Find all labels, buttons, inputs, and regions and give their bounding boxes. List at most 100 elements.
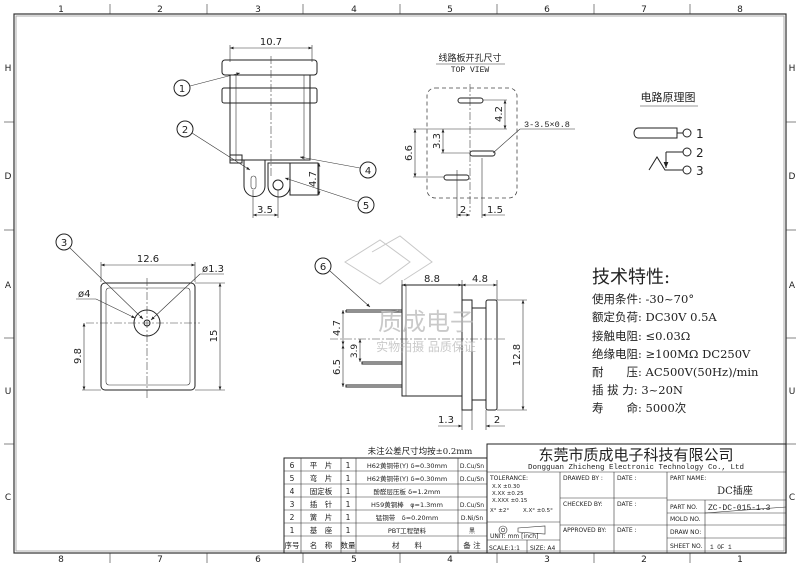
checked-by-label: CHECKED BY: [563, 501, 603, 508]
zone-label: 2 [641, 555, 647, 565]
drawing-text: 黑 [469, 528, 475, 535]
spec-line: 插 拔 力: 3~20N [592, 383, 683, 397]
pcb-subtitle: TOP VIEW [451, 66, 490, 75]
zone-label: U [789, 387, 796, 397]
dim-bore: ø4 [78, 289, 90, 300]
dim-2: 2 [460, 205, 466, 216]
zone-label: 7 [641, 5, 647, 15]
part-no-label: PART NO. [670, 504, 698, 511]
watermark: 质成电子 实物拍摄 品质保证 [344, 235, 476, 354]
drawing-text: 1 [179, 84, 185, 95]
zone-label: C [789, 493, 795, 503]
company-name-cn: 东莞市质成电子科技有限公司 [538, 446, 733, 464]
drawing-text: 备 注 [463, 540, 481, 550]
zone-label: A [5, 281, 12, 291]
drawing-text: PBT工程塑料 [388, 526, 427, 535]
drawing-text: D.Ni/Sn [461, 515, 484, 522]
drawing-text: 1 [346, 513, 351, 522]
zone-label: H [5, 64, 12, 74]
zone-label: 5 [447, 5, 453, 15]
drawing-text: X.X ±0.30 [492, 484, 520, 490]
approved-by-label: APPROVED BY: [563, 527, 606, 534]
zone-label: 1 [58, 5, 64, 15]
balloon-1: 1 [173, 72, 241, 97]
drawing-text: 3 [61, 238, 67, 249]
drawing-text: 2 [290, 513, 295, 522]
drawing-text: D.Cu/Sn [460, 502, 484, 509]
company-name-en: Dongguan Zhicheng Electronic Technology … [528, 464, 744, 472]
title-block: 东莞市质成电子科技有限公司 Dongguan Zhicheng Electron… [486, 443, 787, 554]
dim-6-6: 6.6 [404, 145, 415, 161]
front-view: 12.6 15 9.8 ø1.3 ø4 3 [55, 233, 225, 398]
dim-hole: ø1.3 [202, 264, 224, 275]
zone-label: C [5, 493, 11, 503]
spec-line: 额定负荷: DC30V 0.5A [592, 310, 717, 324]
drawing-text: 材 料 [392, 540, 422, 550]
drawing-text: 锰铜带 δ=0.20mm [376, 513, 439, 522]
drawing-text: 3 [290, 500, 295, 509]
watermark-slogan: 实物拍摄 品质保证 [376, 339, 476, 354]
dim-height: 4.7 [308, 171, 319, 187]
drawing-text: 酚醛层压板 δ=1.2mm [374, 487, 441, 496]
circuit-diagram: 电路原理图 1 2 3 [633, 91, 704, 178]
drawing-text: 4 [365, 166, 371, 177]
dim-4-8: 4.8 [472, 274, 488, 285]
drawing-text: 基 座 [310, 525, 333, 535]
drawing-text: D.Cu/Sn [460, 476, 484, 483]
drawing-text: X.XXX ±0.15 [492, 498, 528, 504]
dim-6-5: 6.5 [332, 359, 343, 375]
unit-label: UNIT: mm [inch] [490, 533, 538, 540]
drawing-text: 1 [346, 474, 351, 483]
dim-pitch: 3.5 [257, 205, 273, 216]
zone-label: 3 [544, 555, 550, 565]
balloon-2: 2 [176, 120, 251, 171]
dim-center: 9.8 [73, 348, 84, 364]
dim-3-3: 3.3 [432, 133, 443, 149]
dim-4-7: 4.7 [332, 320, 343, 336]
tolerance-note: 未注公差尺寸均按±0.2mm [368, 446, 473, 457]
drawing-text: H59黄铜棒 φ=1.3mm [371, 500, 443, 509]
balloon-3: 3 [55, 233, 144, 320]
sheet-no-label: SHEET NO. [670, 543, 702, 550]
balloon-4: 4 [299, 156, 377, 179]
date-label: DATE : [617, 501, 637, 508]
drawing-text: 2 [182, 125, 188, 136]
zone-label: 8 [737, 5, 743, 15]
zone-label: 8 [58, 555, 64, 565]
projection-symbol-icon [498, 525, 546, 535]
pcb-top-view: 线路板开孔尺寸 TOP VIEW 4.2 3.3 6.6 2 1.5 3-3.5… [404, 52, 575, 218]
zone-label: D [789, 172, 796, 182]
pin-2-label: 2 [696, 146, 704, 160]
zone-label: A [789, 281, 796, 291]
part-name-label: PART NAME: [670, 475, 706, 482]
zone-label: 6 [255, 555, 261, 565]
dim-4-2: 4.2 [494, 106, 505, 122]
spec-line: 耐 压: AC500V(50Hz)/min [592, 365, 759, 379]
drawing-text: X° ±2° [490, 508, 509, 514]
tolerance-label: TOLERANCE: [489, 475, 528, 482]
dim-width: 10.7 [260, 37, 282, 48]
drawing-text: X.XX ±0.25 [492, 491, 524, 497]
drawing-text: H62黄铜带(Y) δ=0.30mm [367, 474, 447, 483]
drawing-text: X.X° ±0.5° [523, 508, 553, 514]
side-view: 10.7 4.7 3.5 1 2 4 5 [173, 37, 377, 218]
dim-2: 2 [494, 415, 500, 426]
spec-line: 绝缘电阻: ≥100MΩ DC250V [592, 347, 751, 361]
dim-12-8: 12.8 [512, 344, 523, 366]
zone-label: 4 [447, 555, 453, 565]
specifications: 技术特性: 使用条件: -30~70° 额定负荷: DC30V 0.5A 接触电… [592, 267, 759, 415]
zone-label: 5 [351, 555, 357, 565]
balloon-5: 5 [284, 177, 375, 214]
draw-no-label: DRAW NO: [670, 529, 701, 536]
zone-label: U [5, 387, 12, 397]
drawing-text: 插 针 [310, 499, 333, 509]
drawing-text: 6 [320, 262, 326, 273]
drawing-text: 1 [290, 526, 295, 535]
drawing-text: 序号 [285, 540, 300, 550]
specs-title: 技术特性: [592, 267, 670, 288]
zone-label: 4 [351, 5, 357, 15]
spec-line: 寿 命: 5000次 [592, 401, 687, 415]
spec-line: 接触电阻: ≤0.03Ω [592, 329, 690, 343]
